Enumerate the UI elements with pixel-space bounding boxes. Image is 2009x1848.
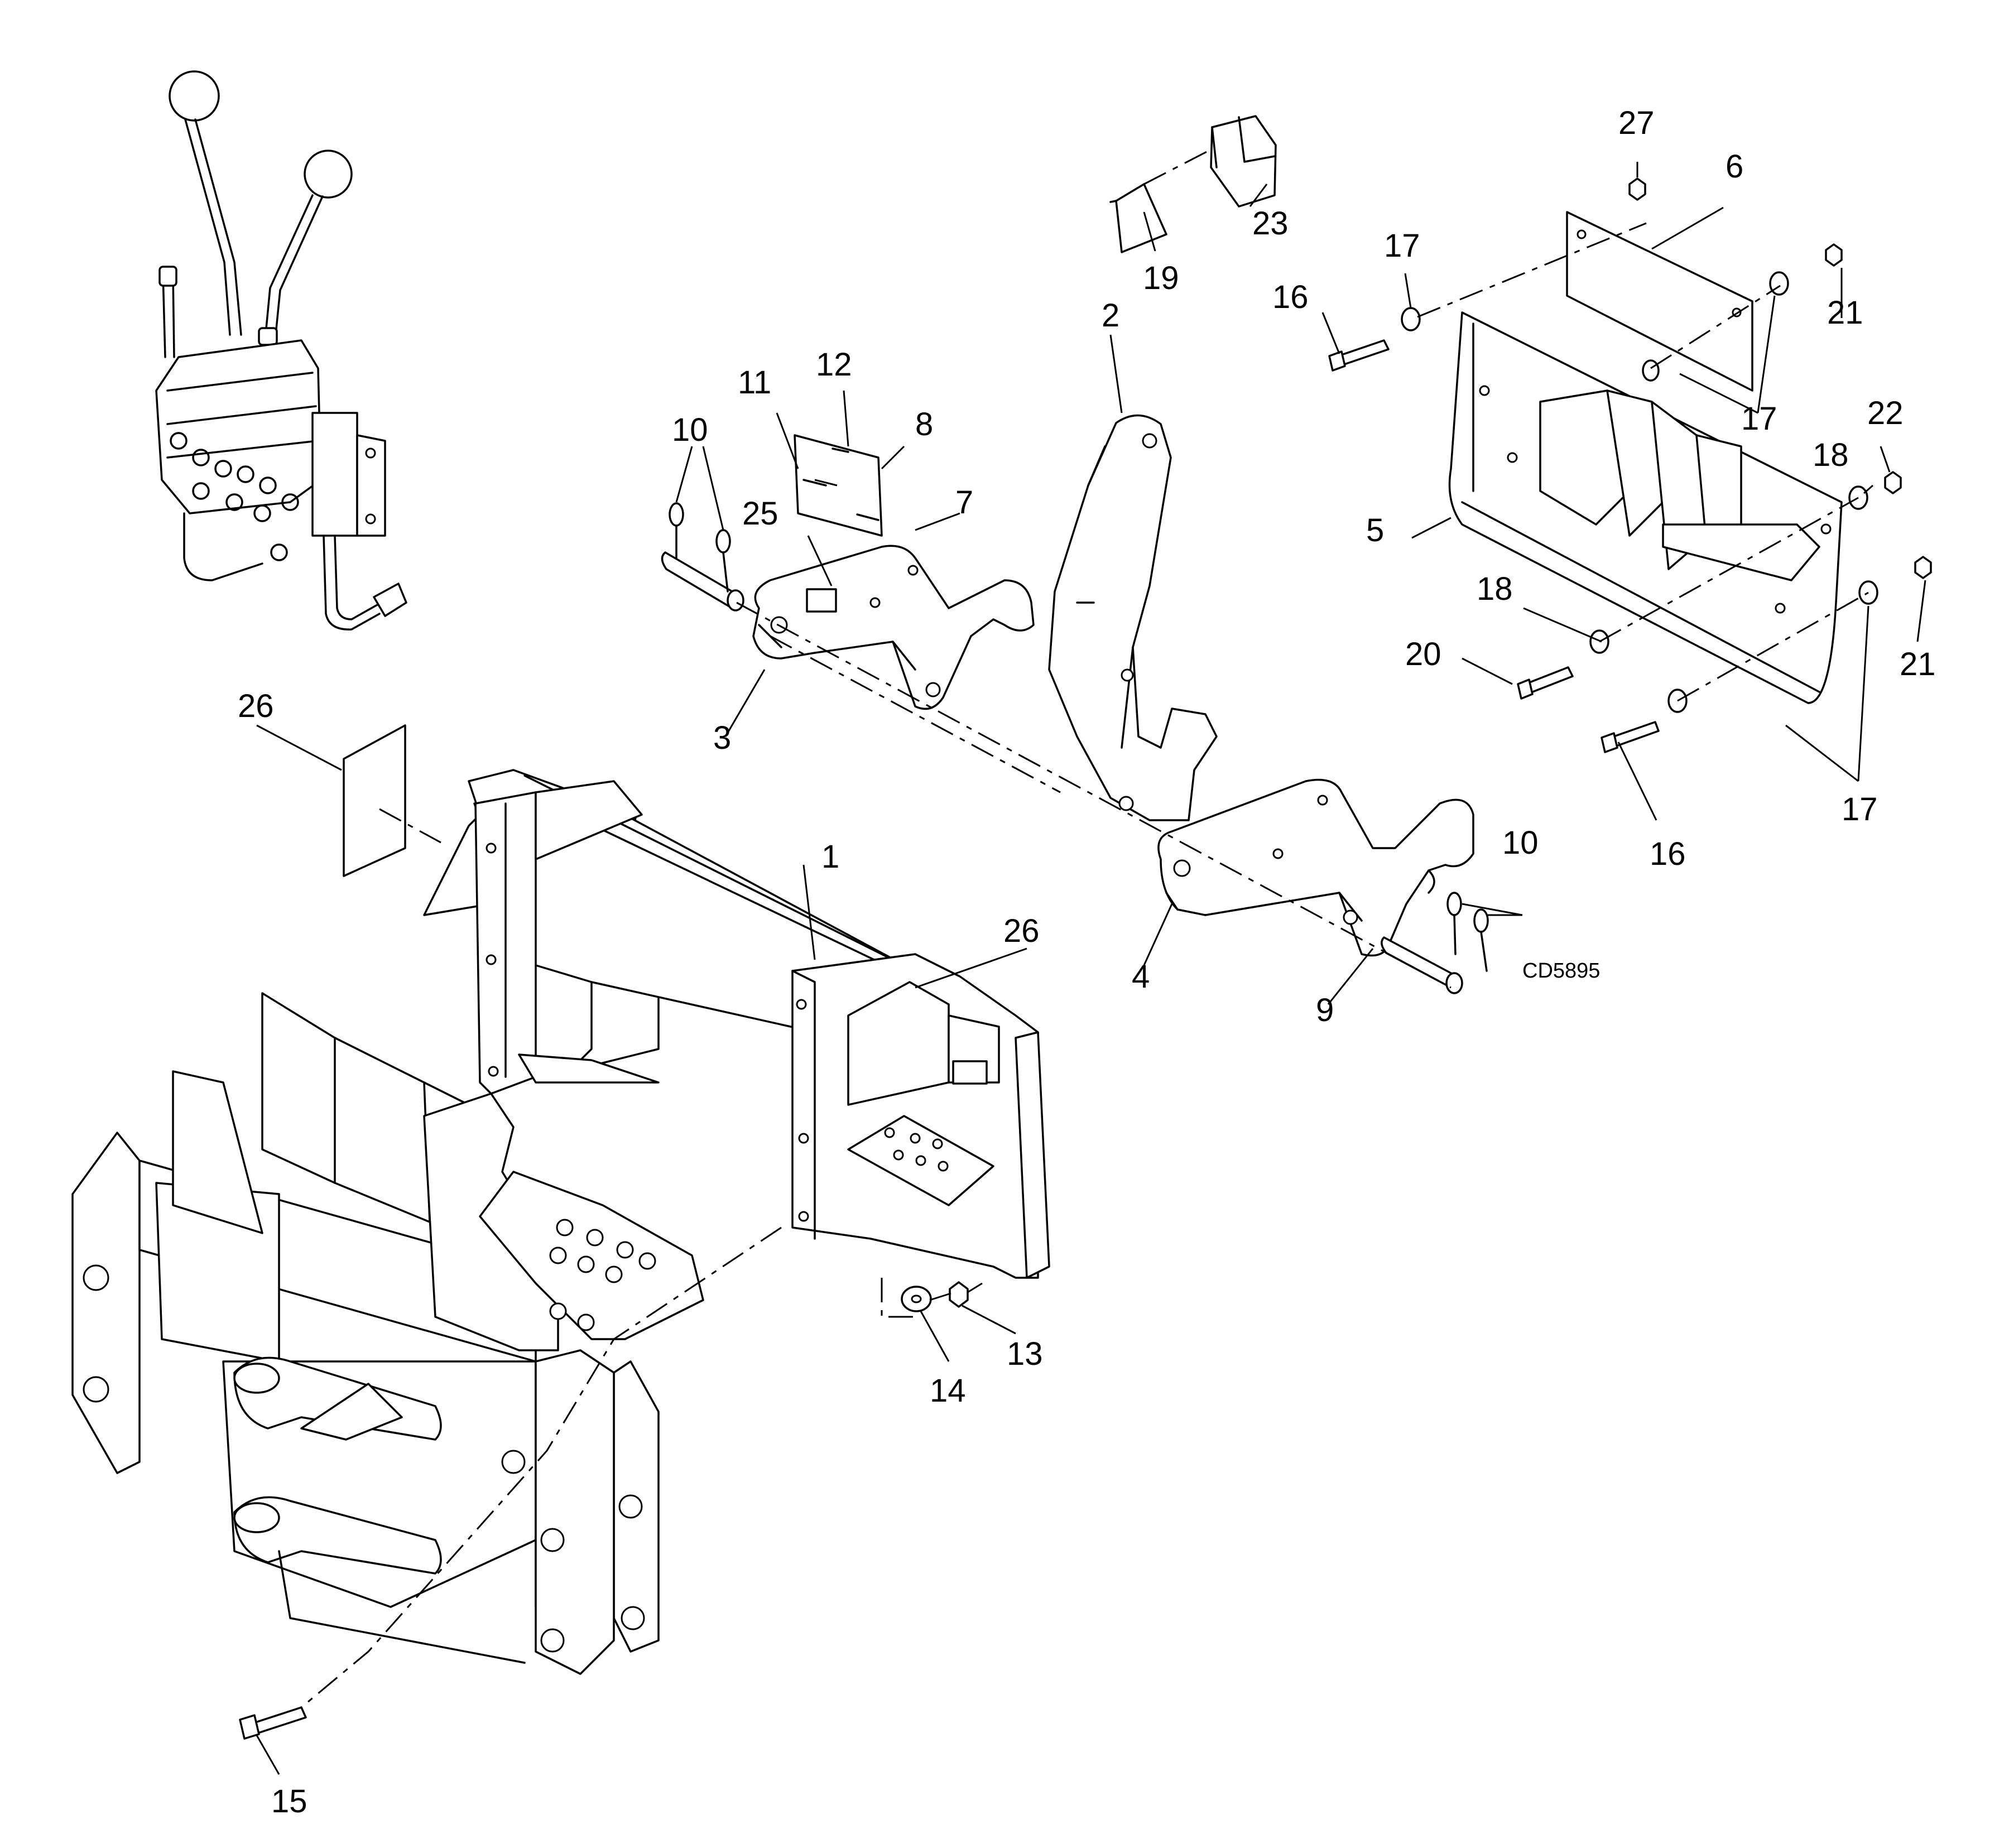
callout-16-lower: 16	[1650, 836, 1686, 872]
callout-22: 22	[1867, 395, 1904, 431]
callout-16-upper: 16	[1272, 279, 1309, 315]
pin-and-clips-upper	[661, 502, 744, 612]
plate-part-6	[1566, 211, 1753, 392]
callout-14: 14	[930, 1373, 966, 1409]
callout-26-left: 26	[238, 688, 274, 724]
pin-and-clips-lower	[1381, 892, 1489, 994]
decal-26-left	[343, 724, 406, 877]
callout-21-upper: 21	[1827, 295, 1863, 331]
leader-lines	[256, 162, 1926, 1775]
mount-frame-part-5	[1448, 311, 1843, 704]
callout-17-upper: 17	[1384, 228, 1420, 264]
callout-3: 3	[713, 720, 731, 756]
bracket-plates-7-8-11-12	[794, 434, 883, 537]
callout-12: 12	[816, 346, 852, 383]
callout-18-upper: 18	[1813, 437, 1849, 473]
callout-9: 9	[1316, 992, 1334, 1028]
assembly-lines	[301, 479, 1452, 1709]
hardware-right	[1328, 177, 1932, 753]
callout-23: 23	[1252, 205, 1289, 242]
callout-4: 4	[1132, 959, 1150, 995]
main-frame-part-1	[423, 769, 1050, 1279]
callout-6: 6	[1726, 148, 1743, 185]
arm-part-2	[1048, 414, 1218, 821]
callout-17-middle: 17	[1741, 401, 1777, 437]
control-valve-assembly	[155, 70, 407, 631]
callout-8: 8	[915, 406, 933, 442]
callout-21-lower: 21	[1900, 646, 1936, 682]
figure-code: CD5895	[1522, 959, 1600, 983]
callout-10-lower: 10	[1502, 825, 1539, 861]
callout-2: 2	[1102, 297, 1119, 334]
callout-19: 19	[1143, 260, 1179, 296]
callout-13: 13	[1007, 1336, 1043, 1372]
callout-10-upper: 10	[672, 412, 708, 448]
callout-17-lower: 17	[1842, 791, 1878, 827]
callout-15: 15	[271, 1783, 307, 1820]
callout-labels: 1 2 3 4 5 6 7 8 9 10 10 11 12 13 14 15 1…	[238, 105, 1936, 1820]
callout-20: 20	[1405, 636, 1441, 672]
hardware-bottom	[239, 1281, 969, 1740]
front-mount-assembly	[71, 992, 704, 1675]
right-arm-plate	[1157, 778, 1474, 957]
callout-11: 11	[738, 364, 771, 401]
callout-1: 1	[821, 839, 839, 875]
callout-7: 7	[955, 484, 973, 521]
callout-18-lower: 18	[1477, 571, 1513, 607]
left-arm-plate	[752, 545, 1035, 710]
callout-5: 5	[1366, 512, 1384, 548]
callout-26-right: 26	[1003, 913, 1040, 949]
parts-19-23	[1109, 115, 1277, 253]
callout-27: 27	[1618, 105, 1655, 141]
callout-25: 25	[742, 495, 778, 532]
decal-25	[806, 588, 837, 613]
